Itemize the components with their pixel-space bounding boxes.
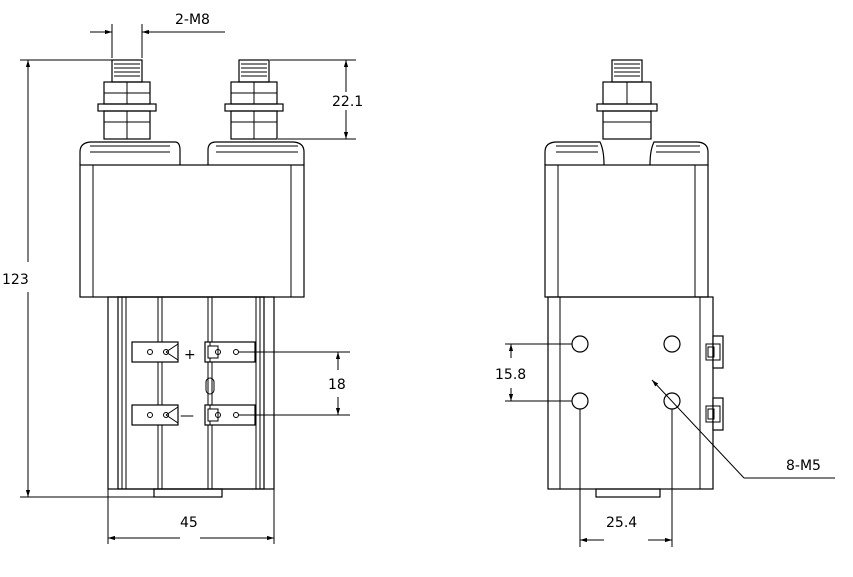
dim-body-width: 45 — [107, 489, 275, 544]
terminal-height-label: 22.1 — [332, 94, 363, 110]
terminal-thread-label: 2-M8 — [175, 12, 210, 28]
aux-pitch-label: 18 — [328, 377, 346, 393]
plus-symbol: + — [184, 347, 196, 363]
aux-terminal-lower — [131, 404, 256, 426]
dim-aux-pitch: 18 — [238, 351, 350, 416]
dim-mount-horizontal: 25.4 — [579, 409, 673, 547]
lower-housing — [107, 296, 275, 498]
side-upper-housing — [544, 141, 709, 298]
dim-terminal-height: 22.1 — [270, 59, 363, 140]
side-tabs — [705, 335, 724, 431]
dim-mount-vertical: 15.8 — [495, 343, 572, 402]
aux-terminal-upper — [131, 341, 256, 363]
side-view: 15.8 25.4 8-M5 — [495, 59, 835, 547]
front-view: + — 2-M8 22.1 123 — [2, 12, 363, 544]
mount-thread-label: 8-M5 — [786, 458, 821, 474]
overall-height-label: 123 — [2, 272, 29, 288]
mounting-holes — [571, 335, 681, 410]
dim-overall-height: 123 — [2, 59, 154, 498]
center-slot — [205, 377, 215, 395]
side-lower-housing — [547, 296, 714, 498]
dim-terminal-thread: 2-M8 — [90, 12, 225, 58]
minus-symbol: — — [180, 408, 194, 424]
mount-vertical-label: 15.8 — [495, 367, 526, 383]
mount-horizontal-label: 25.4 — [606, 515, 637, 531]
body-width-label: 45 — [180, 515, 198, 531]
side-terminal — [596, 59, 658, 140]
upper-housing — [79, 141, 305, 298]
right-terminal — [224, 59, 284, 140]
dim-mount-thread: 8-M5 — [651, 379, 835, 479]
left-terminal — [97, 59, 157, 140]
